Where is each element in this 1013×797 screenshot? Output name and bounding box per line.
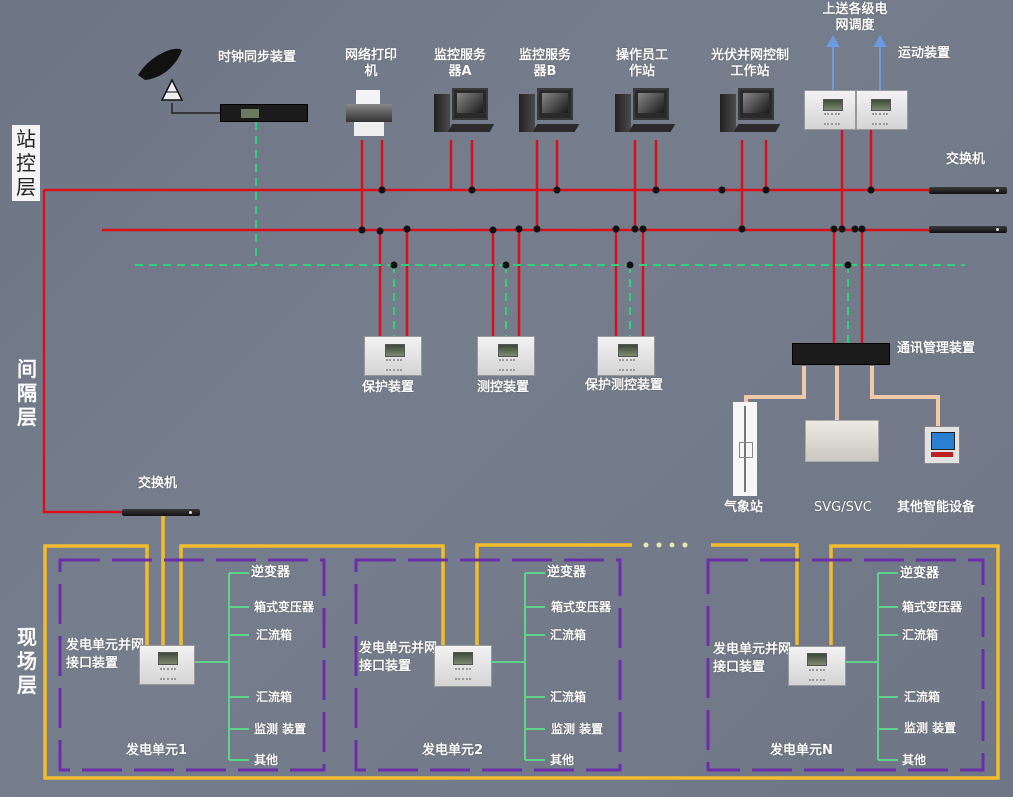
weather-station-label: 气象站 [724, 500, 764, 515]
branch-box-transformer: 箱式变压器 [551, 600, 612, 614]
unit-boundaries [58, 558, 985, 772]
measure-control-label: 测控装置 [477, 380, 530, 395]
branch-combiner-box: 汇流箱 [256, 628, 293, 642]
operator-label: 操作员工作站 [615, 48, 668, 79]
branch-other: 其他 [254, 753, 279, 767]
branch-monitoring-device: 监测 装置 [904, 721, 957, 735]
station-switch-b[interactable] [929, 226, 1007, 233]
bus-junctions [358, 186, 875, 235]
unit-name: 发电单元N [770, 743, 833, 758]
comm-manager-label: 通讯管理装置 [897, 341, 976, 356]
pv-control-workstation-icon[interactable] [720, 88, 782, 136]
station-switch-label: 交换机 [946, 152, 986, 167]
branch-combiner-box: 汇流箱 [902, 628, 939, 642]
unit-name: 发电单元1 [126, 743, 188, 758]
telecontrol-device-2[interactable] [856, 90, 908, 130]
protection-measure-label: 保护测控装置 [585, 378, 664, 393]
unit-interface-device[interactable] [139, 645, 195, 685]
station-switch-a[interactable] [929, 187, 1007, 194]
gps-cable [171, 103, 222, 114]
server-a-computer-icon[interactable] [434, 88, 496, 136]
weather-station-icon[interactable] [733, 402, 757, 496]
server-a-label: 监控服务器A [433, 48, 486, 79]
branch-inverter: 逆变器 [547, 565, 587, 580]
svg-svc-label: SVG/SVC [814, 500, 872, 515]
measure-control-device[interactable] [477, 336, 535, 376]
field-switch-label: 交换机 [138, 476, 178, 491]
branch-box-transformer: 箱式变压器 [902, 600, 963, 614]
satellite-dish-icon [138, 48, 184, 101]
branch-other: 其他 [902, 753, 927, 767]
unit-interface-label: 发电单元并网接口装置 [359, 641, 438, 674]
branch-box-transformer: 箱式变压器 [254, 600, 315, 614]
unit-interface-device[interactable] [788, 646, 846, 686]
branch-combiner-box: 汇流箱 [550, 628, 587, 642]
unit-interface-label: 发电单元并网接口装置 [66, 638, 145, 671]
comm-manager-device[interactable] [792, 343, 890, 365]
unit-interface-device[interactable] [434, 645, 492, 687]
branch-combiner-box: 汇流箱 [256, 690, 293, 704]
clock-sync-label: 时钟同步装置 [218, 50, 297, 65]
branch-monitoring-device: 监测 装置 [254, 722, 307, 736]
server-b-computer-icon[interactable] [519, 88, 581, 136]
layer-label-bay: 间隔层 [17, 357, 37, 429]
protection-device[interactable] [364, 336, 422, 376]
telecontrol-device-1[interactable] [804, 90, 856, 130]
printer-label: 网络打印机 [344, 48, 397, 79]
layer-label-field: 现场层 [17, 625, 37, 697]
branch-combiner-box: 汇流箱 [550, 690, 587, 704]
dispatch-label: 上送各级电网调度 [822, 2, 888, 33]
telecontrol-label: 运动装置 [898, 46, 951, 61]
server-b-label: 监控服务器B [518, 48, 571, 79]
field-switch-uplink [42, 190, 122, 514]
field-switch[interactable] [122, 509, 200, 516]
branch-inverter: 逆变器 [251, 565, 291, 580]
operator-workstation-icon[interactable] [615, 88, 677, 136]
branch-inverter: 逆变器 [900, 566, 940, 581]
other-smart-devices-label: 其他智能设备 [897, 500, 976, 515]
layer-label-station-control: 站控层 [12, 125, 40, 201]
unit-interface-label: 发电单元并网接口装置 [713, 642, 792, 675]
unit-branches [195, 572, 898, 761]
field-ring-network [43, 516, 1000, 780]
serial-links [744, 366, 940, 428]
svg-svc-cabinet-icon[interactable] [805, 420, 879, 462]
time-sync-network [135, 122, 965, 344]
clock-sync-device[interactable] [220, 104, 308, 122]
ellipsis-dots [643, 542, 688, 548]
station-network-bus [42, 130, 930, 514]
branch-monitoring-device: 监测 装置 [551, 722, 604, 736]
protection-measure-device[interactable] [597, 336, 655, 376]
network-printer-icon[interactable] [346, 90, 392, 138]
smart-meter-icon[interactable] [924, 426, 960, 464]
unit-name: 发电单元2 [422, 743, 484, 758]
branch-other: 其他 [550, 753, 575, 767]
pv-control-label: 光伏并网控制工作站 [710, 48, 789, 79]
protection-label: 保护装置 [362, 380, 415, 395]
dispatch-uplinks [826, 34, 887, 90]
branch-combiner-box: 汇流箱 [904, 690, 941, 704]
